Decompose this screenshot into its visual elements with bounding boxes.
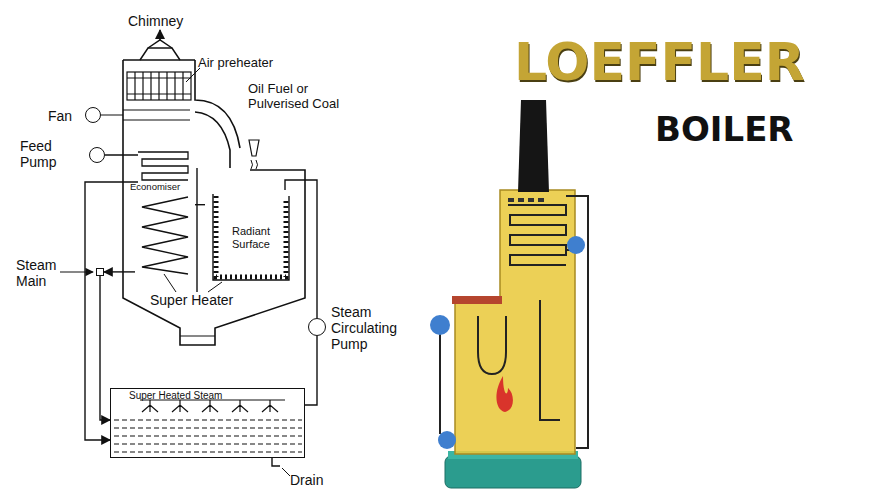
steam-main-junction: Steam Main	[96, 268, 104, 276]
leader-line	[186, 68, 200, 82]
gas-duct	[195, 60, 240, 148]
model-base	[445, 456, 581, 488]
pump-symbol: Steam Circulating Pump	[308, 318, 326, 336]
part-label: Air preheater	[198, 56, 273, 71]
steam-pipe	[195, 204, 205, 205]
model-preheater	[508, 198, 544, 202]
steam-pipe	[100, 276, 110, 420]
chimney-cap	[148, 40, 172, 48]
node-label: Super Heated Steam	[129, 390, 222, 402]
model-tube	[478, 316, 506, 374]
economiser-coil	[138, 152, 188, 180]
title-word: LOEFFLER	[514, 36, 805, 88]
model-tank	[455, 190, 575, 454]
node-label: Radiant Surface	[225, 225, 277, 250]
partition-wall	[196, 168, 197, 292]
model-lid	[452, 296, 502, 304]
model-flame	[496, 376, 512, 412]
superheater-coil: Super Heater	[135, 192, 195, 277]
node-label: Fan	[48, 108, 72, 124]
steam-pipe	[305, 336, 317, 405]
radiant-surface: Radiant Surface	[205, 190, 295, 288]
node-label: Steam Circulating Pump	[331, 304, 406, 352]
part-label: Oil Fuel or Pulverised Coal	[248, 82, 360, 112]
leader-arrow	[60, 271, 93, 272]
steam-pipe	[285, 180, 317, 318]
pump-symbol: Feed Pump	[89, 147, 105, 163]
leader-line	[282, 468, 290, 476]
steam-pipe	[104, 271, 135, 272]
model-pump	[567, 236, 585, 254]
gas-duct	[195, 112, 230, 168]
fan-symbol: Fan	[85, 107, 101, 123]
radiant-fins	[216, 196, 286, 277]
superheater-coil	[142, 197, 188, 274]
model-pump	[430, 315, 450, 335]
flue-arrow	[159, 30, 161, 40]
model-chimney	[518, 100, 549, 192]
steam-nozzles	[142, 400, 278, 412]
steam-pipe	[85, 182, 138, 440]
steam-pipe	[105, 154, 138, 155]
node-label: Economiser	[130, 182, 180, 193]
radiant-tube	[213, 194, 289, 280]
node-label: Steam Main	[16, 257, 62, 289]
part-label: Drain	[290, 472, 323, 488]
ash-hopper	[180, 336, 215, 337]
burner-nozzle	[249, 140, 259, 156]
node-label: Feed Pump	[20, 138, 65, 170]
node-label: Super Heater	[150, 292, 233, 308]
air-duct	[101, 110, 190, 120]
drain-pipe	[272, 458, 280, 466]
economiser-coil: Economiser	[138, 145, 192, 190]
air-preheater	[127, 72, 191, 100]
steam-drum: Super Heated Steam	[110, 388, 305, 458]
model-pipes	[440, 196, 588, 448]
burner-flame	[251, 160, 258, 169]
chimney-hood	[140, 48, 180, 60]
water-level	[114, 420, 302, 452]
title-word: BOILER	[655, 112, 794, 146]
part-label: Chimney	[128, 13, 183, 29]
model-pump	[438, 431, 456, 449]
preheater-tubes	[127, 72, 191, 100]
model-coil	[508, 205, 566, 265]
